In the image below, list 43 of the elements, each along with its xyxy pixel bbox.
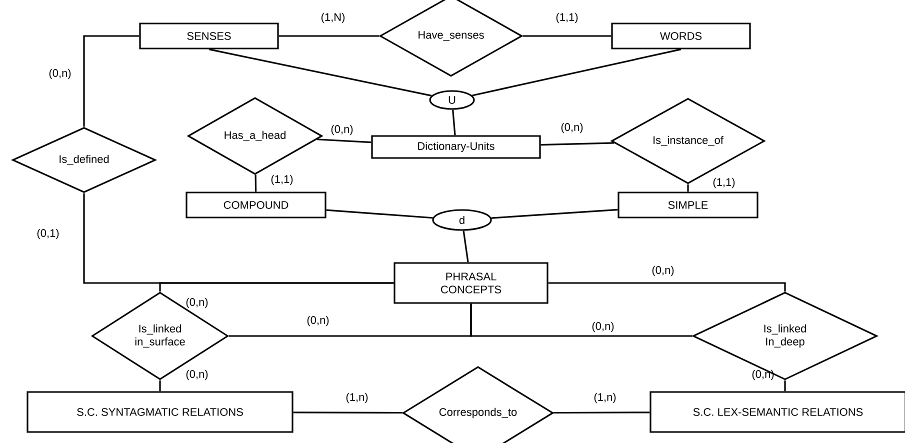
- entity-box: WORDS: [611, 22, 751, 50]
- connector-line: [326, 209, 433, 219]
- cardinality-label: (0,n): [186, 298, 208, 308]
- entity-box: COMPOUND: [186, 192, 326, 218]
- cardinality-label: (1,1): [556, 12, 578, 24]
- connector-line: [208, 48, 432, 96]
- entity-box: Dictionary-Units: [371, 135, 541, 159]
- cardinality-label: (0,1): [37, 228, 59, 240]
- entity-box: SIMPLE: [618, 192, 758, 218]
- connector-line: [452, 110, 456, 136]
- connector-line: [784, 380, 786, 392]
- connector-line: [316, 138, 372, 144]
- entity-box: S.C. LEX-SEMANTIC RELATIONS: [650, 391, 905, 433]
- connector-line: [491, 208, 618, 219]
- cardinality-label: (1,N): [321, 12, 345, 24]
- connector-line: [159, 380, 161, 392]
- connector-line: [462, 230, 469, 262]
- connector-line: [522, 35, 612, 37]
- cardinality-label: (0,n): [561, 122, 583, 134]
- cardinality-label: (0,n): [186, 370, 208, 380]
- cardinality-label: (1,1): [271, 174, 293, 186]
- connector-line: [470, 304, 692, 337]
- entity-box: PHRASAL CONCEPTS: [394, 262, 548, 304]
- connector-line: [83, 35, 140, 127]
- cardinality-label: (0,n): [49, 68, 71, 80]
- connector-line: [540, 142, 614, 146]
- cardinality-label: (0,n): [592, 322, 614, 332]
- cardinality-label: (1,n): [594, 392, 616, 404]
- cardinality-label: (0,n): [752, 370, 774, 380]
- entity-box: SENSES: [139, 22, 279, 50]
- connector-line: [293, 412, 403, 414]
- cardinality-label: (1,n): [346, 392, 368, 404]
- cardinality-label: (0,n): [307, 316, 329, 326]
- entity-box: S.C. SYNTAGMATIC RELATIONS: [26, 391, 294, 433]
- connector-line: [687, 184, 689, 192]
- connector-line: [254, 174, 257, 192]
- connector-line: [548, 282, 786, 292]
- connector-line: [278, 35, 380, 37]
- connector-line: [553, 412, 650, 414]
- connector-line: [472, 48, 682, 96]
- cardinality-label: (0,n): [331, 124, 353, 136]
- cardinality-label: (0,n): [652, 266, 674, 276]
- connector-line: [159, 282, 394, 292]
